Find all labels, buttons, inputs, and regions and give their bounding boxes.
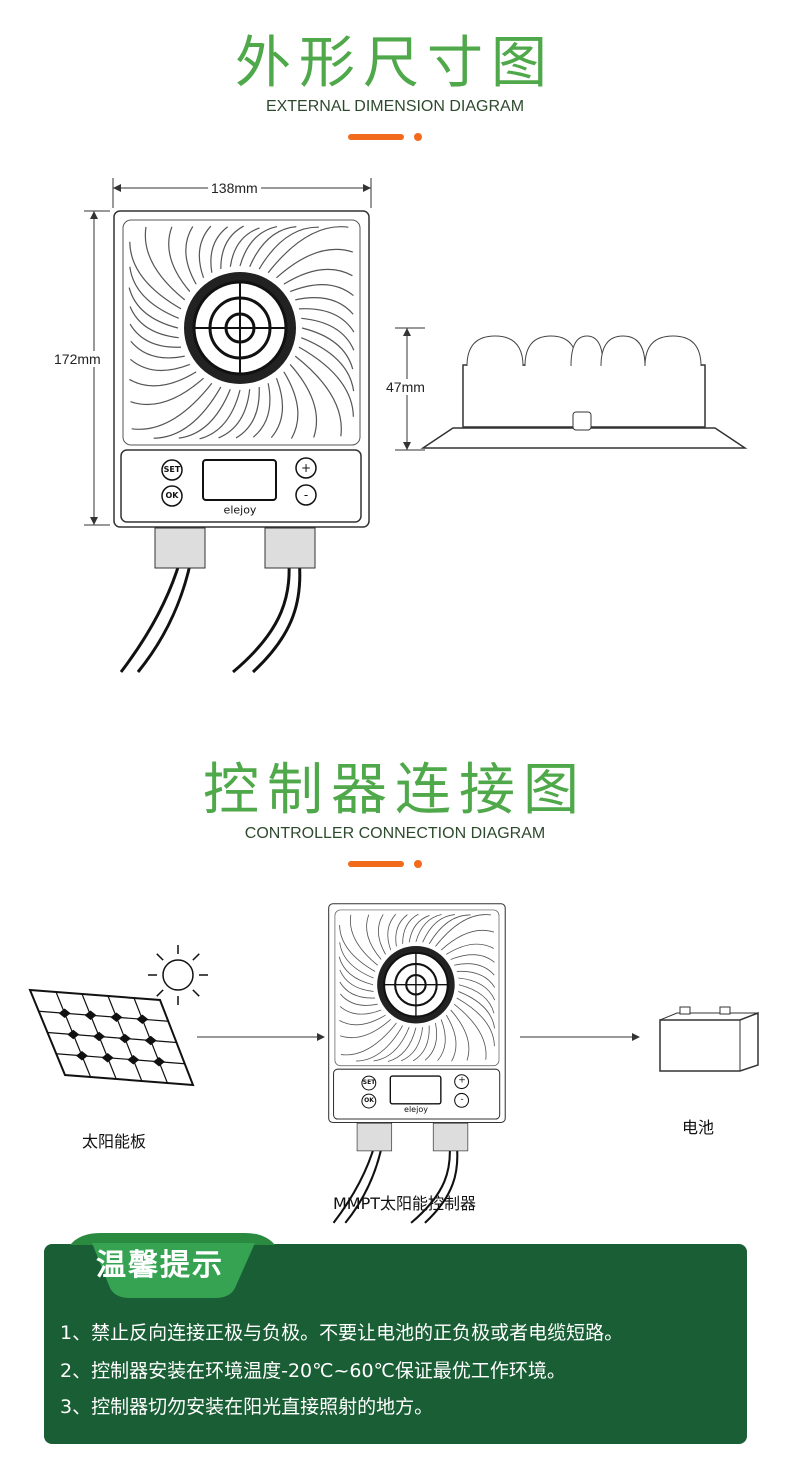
ok-button: OK: [364, 1097, 374, 1104]
tips-tab: [70, 1233, 275, 1298]
panel-cell-junction: [144, 1035, 157, 1046]
battery-label: 电池: [682, 1118, 715, 1137]
panel-cell-junction: [58, 1008, 71, 1019]
panel-cell-junction: [67, 1029, 80, 1040]
section2-title: 控制器连接图: [203, 758, 587, 823]
accent-dot: [414, 860, 422, 868]
plus-button: +: [300, 461, 312, 475]
set-button: SET: [362, 1079, 376, 1086]
brand-logo: elejoy: [404, 1105, 428, 1114]
panel-cell-junction: [110, 1012, 123, 1023]
minus-button: -: [460, 1094, 464, 1105]
arrow-controller-to-battery: [520, 1033, 640, 1041]
panel-cell-junction: [127, 1054, 140, 1065]
accent-bar: [348, 861, 404, 867]
set-button: SET: [163, 465, 181, 474]
panel-cell-junction: [101, 1052, 114, 1063]
tips-title: 温馨提示: [96, 1248, 224, 1283]
depth-label: 47mm: [386, 379, 425, 395]
panel-cell-junction: [118, 1033, 131, 1044]
controller-front-view: [113, 210, 373, 675]
panel-cell-junction: [136, 1014, 149, 1025]
tip-item: 1、禁止反向连接正极与负极。不要让电池的正负极或者电缆短路。: [60, 1322, 624, 1344]
controller-diagram: [328, 903, 508, 1225]
tip-item: 2、控制器安装在环境温度-20℃~60℃保证最优工作环境。: [60, 1360, 566, 1382]
battery-icon: [659, 1006, 759, 1072]
solar-panel-label: 太阳能板: [82, 1132, 147, 1151]
section2-subtitle: CONTROLLER CONNECTION DIAGRAM: [244, 825, 546, 842]
accent-bar: [348, 134, 404, 140]
section1-title: 外形尺寸图: [235, 31, 555, 96]
sun-ray: [192, 989, 200, 997]
brand-logo: elejoy: [223, 503, 257, 517]
panel-cell-junction: [93, 1031, 106, 1042]
sun-icon: [148, 945, 208, 1005]
panel-cell-junction: [153, 1056, 166, 1067]
panel-cell-junction: [75, 1050, 88, 1061]
width-label: 138mm: [208, 180, 261, 196]
panel-cell-junction: [84, 1010, 97, 1021]
height-label: 172mm: [54, 351, 101, 367]
minus-button: -: [303, 488, 309, 502]
plus-button: +: [458, 1075, 466, 1086]
controller-label: MMPT太阳能控制器: [333, 1194, 477, 1213]
accent-dot: [414, 133, 422, 141]
arrow-panel-to-controller: [197, 1033, 325, 1041]
height-dimension-line: [84, 210, 110, 526]
sun-ray: [156, 989, 164, 997]
controller-side-view: [395, 327, 748, 451]
section1-subtitle: EXTERNAL DIMENSION DIAGRAM: [265, 98, 525, 115]
solar-panel-icon: [28, 988, 195, 1087]
sun-ray: [156, 953, 164, 961]
tip-item: 3、控制器切勿安装在阳光直接照射的地方。: [60, 1396, 434, 1418]
ok-button: OK: [165, 491, 179, 500]
sun-ray: [192, 953, 200, 961]
